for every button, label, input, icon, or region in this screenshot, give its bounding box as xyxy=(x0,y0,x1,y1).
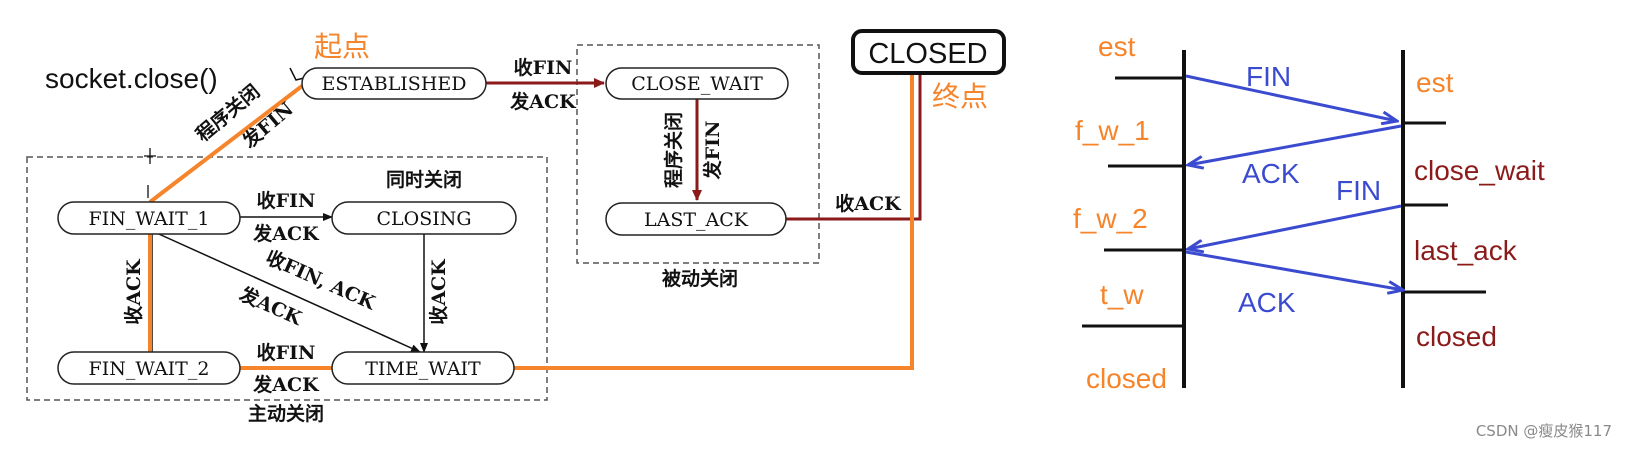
state-established-label: ESTABLISHED xyxy=(321,73,466,95)
passive-close-label: 被动关闭 xyxy=(662,267,738,290)
label-cw-la-app-close: 程序关闭 xyxy=(662,112,685,188)
fw1-entry-mark xyxy=(144,148,156,198)
state-close-wait: CLOSE_WAIT xyxy=(605,67,789,100)
state-last-ack: LAST_ACK xyxy=(605,202,787,236)
label-fw2-tw-recv-fin: 收FIN xyxy=(257,341,316,364)
label-la-closed-recv-ack: 收ACK xyxy=(835,192,902,215)
server-state-est: est xyxy=(1416,67,1454,98)
msg-ack-1-label: ACK xyxy=(1242,158,1300,189)
label-fw1-closing-send-ack: 发ACK xyxy=(252,222,320,245)
client-state-fw2: f_w_2 xyxy=(1073,203,1148,234)
label-fw2-tw-send-ack: 发ACK xyxy=(252,373,320,396)
state-fin-wait-2: FIN_WAIT_2 xyxy=(57,351,241,385)
client-state-tw: t_w xyxy=(1100,279,1144,310)
label-fw1-fw2-recv-ack: 收ACK xyxy=(122,258,145,325)
state-time-wait: TIME_WAIT xyxy=(331,351,515,385)
state-closed-label: CLOSED xyxy=(868,38,987,70)
close-entry-mark xyxy=(289,67,305,81)
state-time-wait-label: TIME_WAIT xyxy=(365,358,481,380)
state-fin-wait-2-label: FIN_WAIT_2 xyxy=(89,358,210,380)
server-state-cw: close_wait xyxy=(1414,155,1545,186)
msg-fin-1-label: FIN xyxy=(1246,61,1291,92)
state-fin-wait-1-label: FIN_WAIT_1 xyxy=(89,208,210,230)
server-state-closed: closed xyxy=(1416,321,1497,352)
socket-close-annotation: socket.close() xyxy=(45,63,218,94)
edge-fw1-timewait xyxy=(149,229,421,353)
label-est-cw-send-ack: 发ACK xyxy=(509,90,577,113)
client-state-fw1: f_w_1 xyxy=(1075,115,1150,146)
msg-ack-1 xyxy=(1188,124,1402,165)
server-state-la: last_ack xyxy=(1414,235,1518,266)
active-close-label: 主动关闭 xyxy=(248,402,324,425)
state-closed: CLOSED xyxy=(851,29,1006,75)
client-state-est: est xyxy=(1098,31,1136,62)
state-close-wait-label: CLOSE_WAIT xyxy=(631,73,763,95)
passive-close-region xyxy=(576,44,820,264)
state-established: ESTABLISHED xyxy=(301,67,487,100)
start-annotation: 起点 xyxy=(314,30,370,63)
state-last-ack-label: LAST_ACK xyxy=(644,209,749,231)
state-closing: CLOSING xyxy=(331,201,517,235)
label-cw-la-send-fin: 发FIN xyxy=(701,121,724,181)
state-closing-label: CLOSING xyxy=(376,208,471,230)
msg-fin-2-label: FIN xyxy=(1336,175,1381,206)
state-fin-wait-1: FIN_WAIT_1 xyxy=(57,201,241,235)
end-annotation: 终点 xyxy=(932,80,988,113)
simultaneous-close-label: 同时关闭 xyxy=(386,168,462,191)
label-est-cw-recv-fin: 收FIN xyxy=(514,56,573,79)
label-fw1-closing-recv-fin: 收FIN xyxy=(257,189,316,212)
active-close-region xyxy=(26,156,548,401)
edge-lastack-closed xyxy=(786,70,922,221)
client-state-closed: closed xyxy=(1086,363,1167,394)
path-tw-closed xyxy=(514,72,914,370)
label-fw1-tw-send-ack: 发ACK xyxy=(235,282,306,331)
watermark: CSDN @瘦皮猴117 xyxy=(1476,422,1612,440)
label-closing-tw-recv-ack: 收ACK xyxy=(427,258,450,325)
msg-fin-1 xyxy=(1185,74,1397,121)
msg-ack-2-label: ACK xyxy=(1238,287,1296,318)
path-est-fw1 xyxy=(148,84,304,204)
msg-ack-2 xyxy=(1185,250,1403,290)
msg-fin-2 xyxy=(1188,204,1402,249)
